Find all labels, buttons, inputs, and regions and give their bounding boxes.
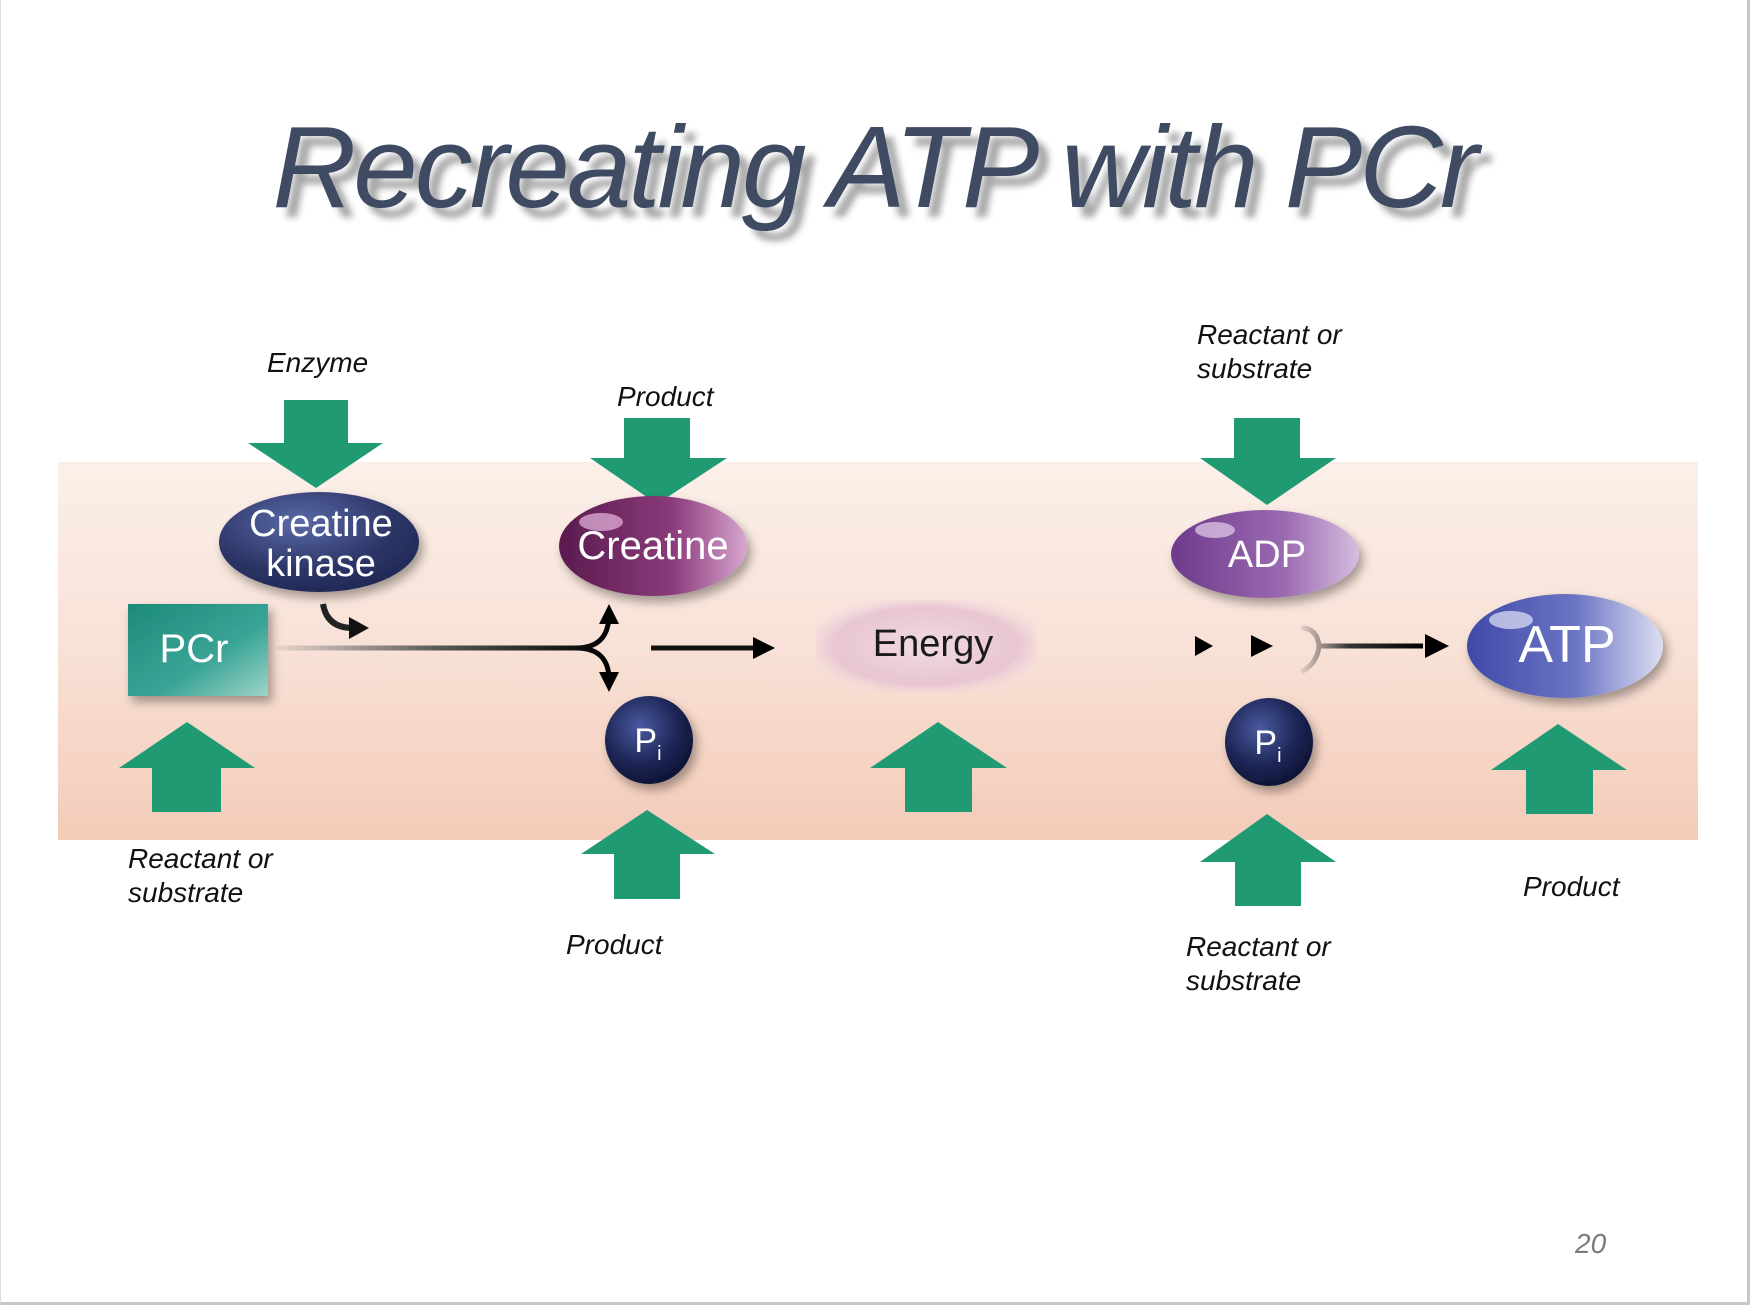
enzyme-down-arrow	[248, 400, 383, 488]
energy-blob	[816, 600, 1036, 692]
product-top-label: Product	[617, 381, 714, 412]
pi1-up-arrow	[581, 810, 715, 899]
pi-node-2	[1225, 698, 1313, 786]
atp-up-arrow	[1491, 724, 1627, 814]
pcr-up-arrow	[119, 722, 255, 812]
split-arrow-up-head	[599, 604, 619, 624]
adp-highlight	[1195, 522, 1235, 538]
kinase-curved-arrow	[320, 603, 354, 631]
to-energy-head	[753, 637, 775, 659]
from-energy-head-mid	[1195, 636, 1213, 656]
creatine-highlight	[579, 513, 623, 531]
page-number: 20	[1575, 1228, 1607, 1259]
merge-to-atp-head	[1425, 634, 1449, 658]
kinase-curved-arrow-head	[349, 617, 369, 639]
merge-to-atp-line	[1299, 625, 1423, 675]
pcr-reaction-line	[277, 613, 612, 681]
creatine-kinase-node	[219, 492, 419, 592]
reactant-bottom-left-label: Reactant or substrate	[128, 843, 273, 908]
atp-label: ATP	[1518, 616, 1615, 674]
creatine-kinase-label-line2: kinase	[266, 543, 376, 585]
from-energy-head	[1251, 635, 1273, 657]
pi2-up-arrow	[1200, 814, 1336, 906]
reactant-top-label: Reactant or substrate	[1197, 319, 1342, 384]
energy-up-arrow	[870, 722, 1007, 812]
slide-title: Recreating ATP with PCr	[272, 102, 1478, 232]
split-arrow-down-head	[599, 672, 619, 692]
pcr-label: PCr	[160, 627, 229, 671]
product-bottom-mid-label: Product	[566, 929, 663, 960]
creatine-label: Creatine	[577, 524, 728, 568]
creatine-down-arrow	[590, 418, 727, 504]
pi-label-2: Pi	[1254, 724, 1281, 767]
energy-label: Energy	[873, 623, 993, 665]
adp-label: ADP	[1228, 534, 1306, 576]
creatine-kinase-label-line1: Creatine	[249, 503, 393, 545]
reactant-bottom-right-label: Reactant or substrate	[1186, 931, 1331, 996]
pi-label-1: Pi	[634, 722, 661, 765]
product-bottom-right-label: Product	[1523, 871, 1620, 902]
atp-highlight	[1489, 611, 1533, 629]
enzyme-label: Enzyme	[267, 347, 369, 378]
pi-node-1	[605, 696, 693, 784]
pcr-node	[128, 604, 268, 696]
adp-down-arrow	[1200, 418, 1336, 505]
